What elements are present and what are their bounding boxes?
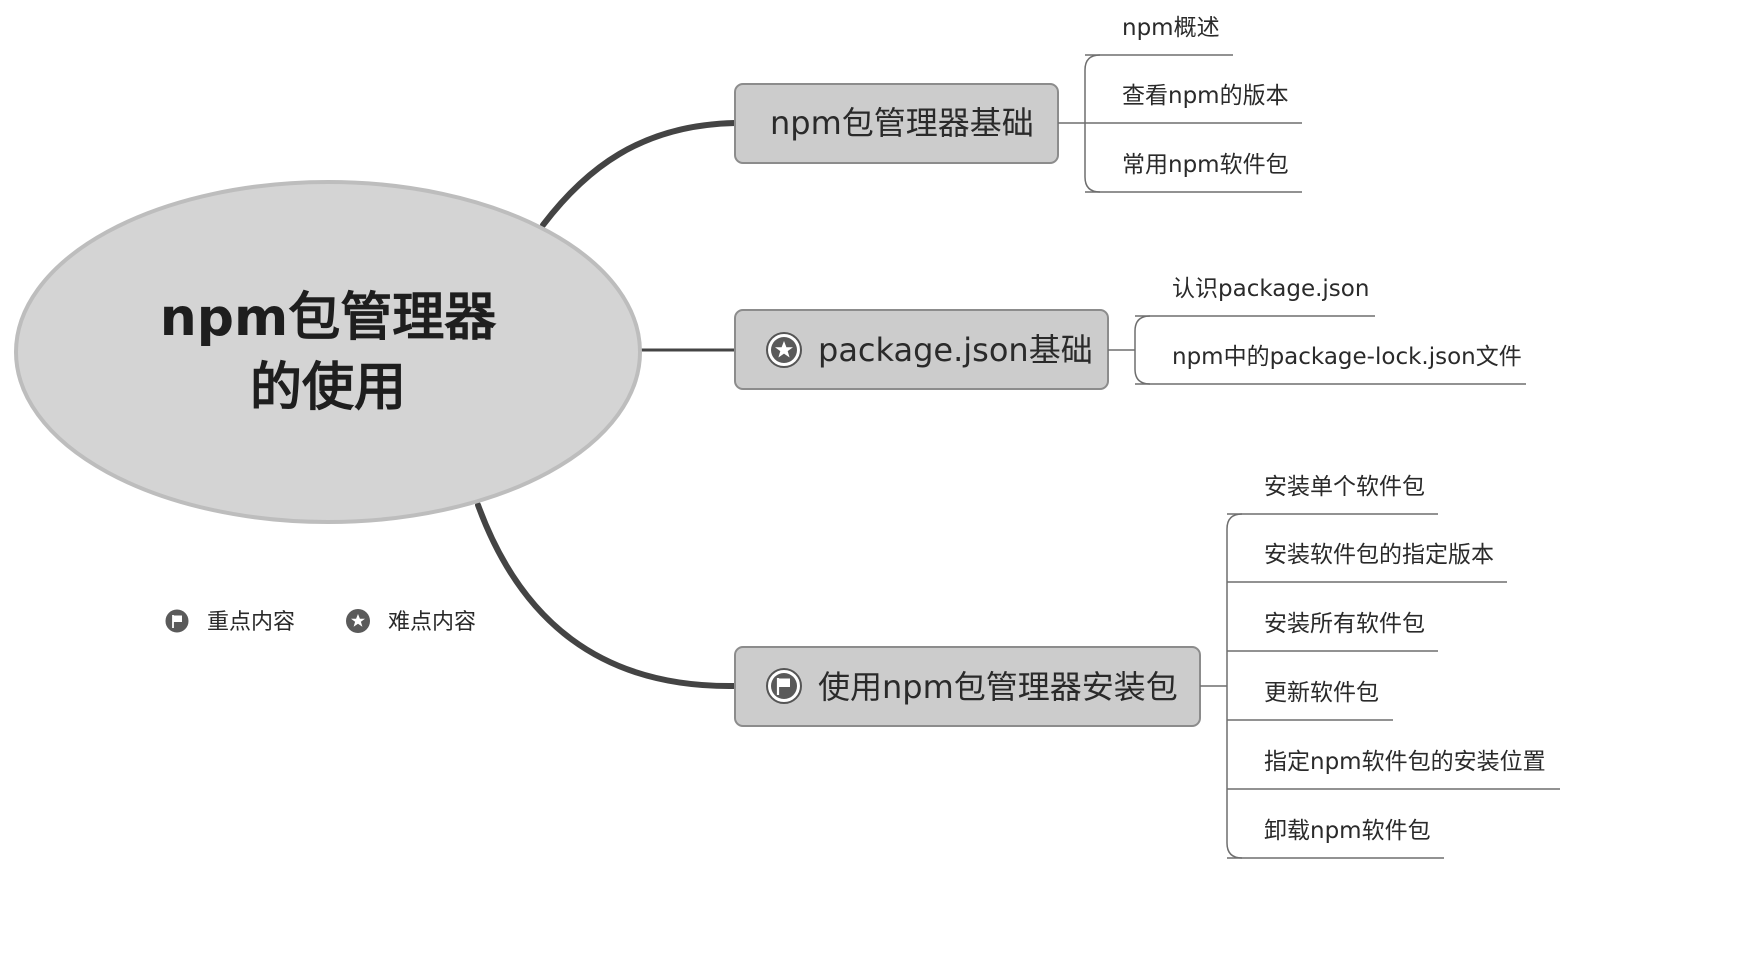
branch-2-subtopics	[1108, 315, 1526, 385]
subtopic-update[interactable]: 更新软件包	[1264, 680, 1379, 706]
flag-icon	[164, 608, 190, 634]
branch-label: 使用npm包管理器安装包	[818, 668, 1178, 706]
subtopic-uninstall[interactable]: 卸载npm软件包	[1264, 818, 1431, 844]
subtopic-install-location[interactable]: 指定npm软件包的安装位置	[1264, 749, 1546, 775]
subtopic-install-single[interactable]: 安装单个软件包	[1264, 474, 1425, 500]
branch-3-subtopics	[1200, 513, 1560, 859]
branch-label: package.json基础	[818, 331, 1093, 369]
subtopic-install-version[interactable]: 安装软件包的指定版本	[1264, 542, 1494, 568]
subtopic-npm-overview[interactable]: npm概述	[1122, 15, 1220, 41]
star-icon	[766, 332, 802, 368]
flag-icon	[766, 668, 802, 704]
subtopic-install-all[interactable]: 安装所有软件包	[1264, 611, 1425, 637]
legend: 重点内容 难点内容	[164, 608, 476, 635]
branch-label: npm包管理器基础	[770, 104, 1034, 142]
subtopic-check-npm-version[interactable]: 查看npm的版本	[1122, 83, 1289, 109]
subtopic-know-package-json[interactable]: 认识package.json	[1172, 276, 1369, 302]
branch-npm-basics[interactable]: npm包管理器基础	[734, 83, 1059, 164]
branch-package-json[interactable]: package.json基础	[734, 309, 1109, 390]
central-topic-shape	[14, 180, 642, 524]
legend-difficult-points: 难点内容	[388, 610, 476, 635]
central-topic-line-1: npm包管理器	[160, 288, 497, 348]
connector-branch-3	[475, 502, 738, 690]
subtopic-package-lock[interactable]: npm中的package-lock.json文件	[1172, 344, 1522, 370]
subtopic-common-packages[interactable]: 常用npm软件包	[1122, 152, 1289, 178]
central-topic[interactable]: npm包管理器 的使用	[14, 180, 642, 524]
legend-key-points: 重点内容	[207, 610, 295, 635]
branch-install-packages[interactable]: 使用npm包管理器安装包	[734, 646, 1201, 727]
star-icon	[346, 609, 370, 633]
connector-branch-1	[540, 120, 738, 228]
central-topic-line-2: 的使用	[250, 358, 406, 418]
branch-1-subtopics	[1058, 54, 1302, 193]
